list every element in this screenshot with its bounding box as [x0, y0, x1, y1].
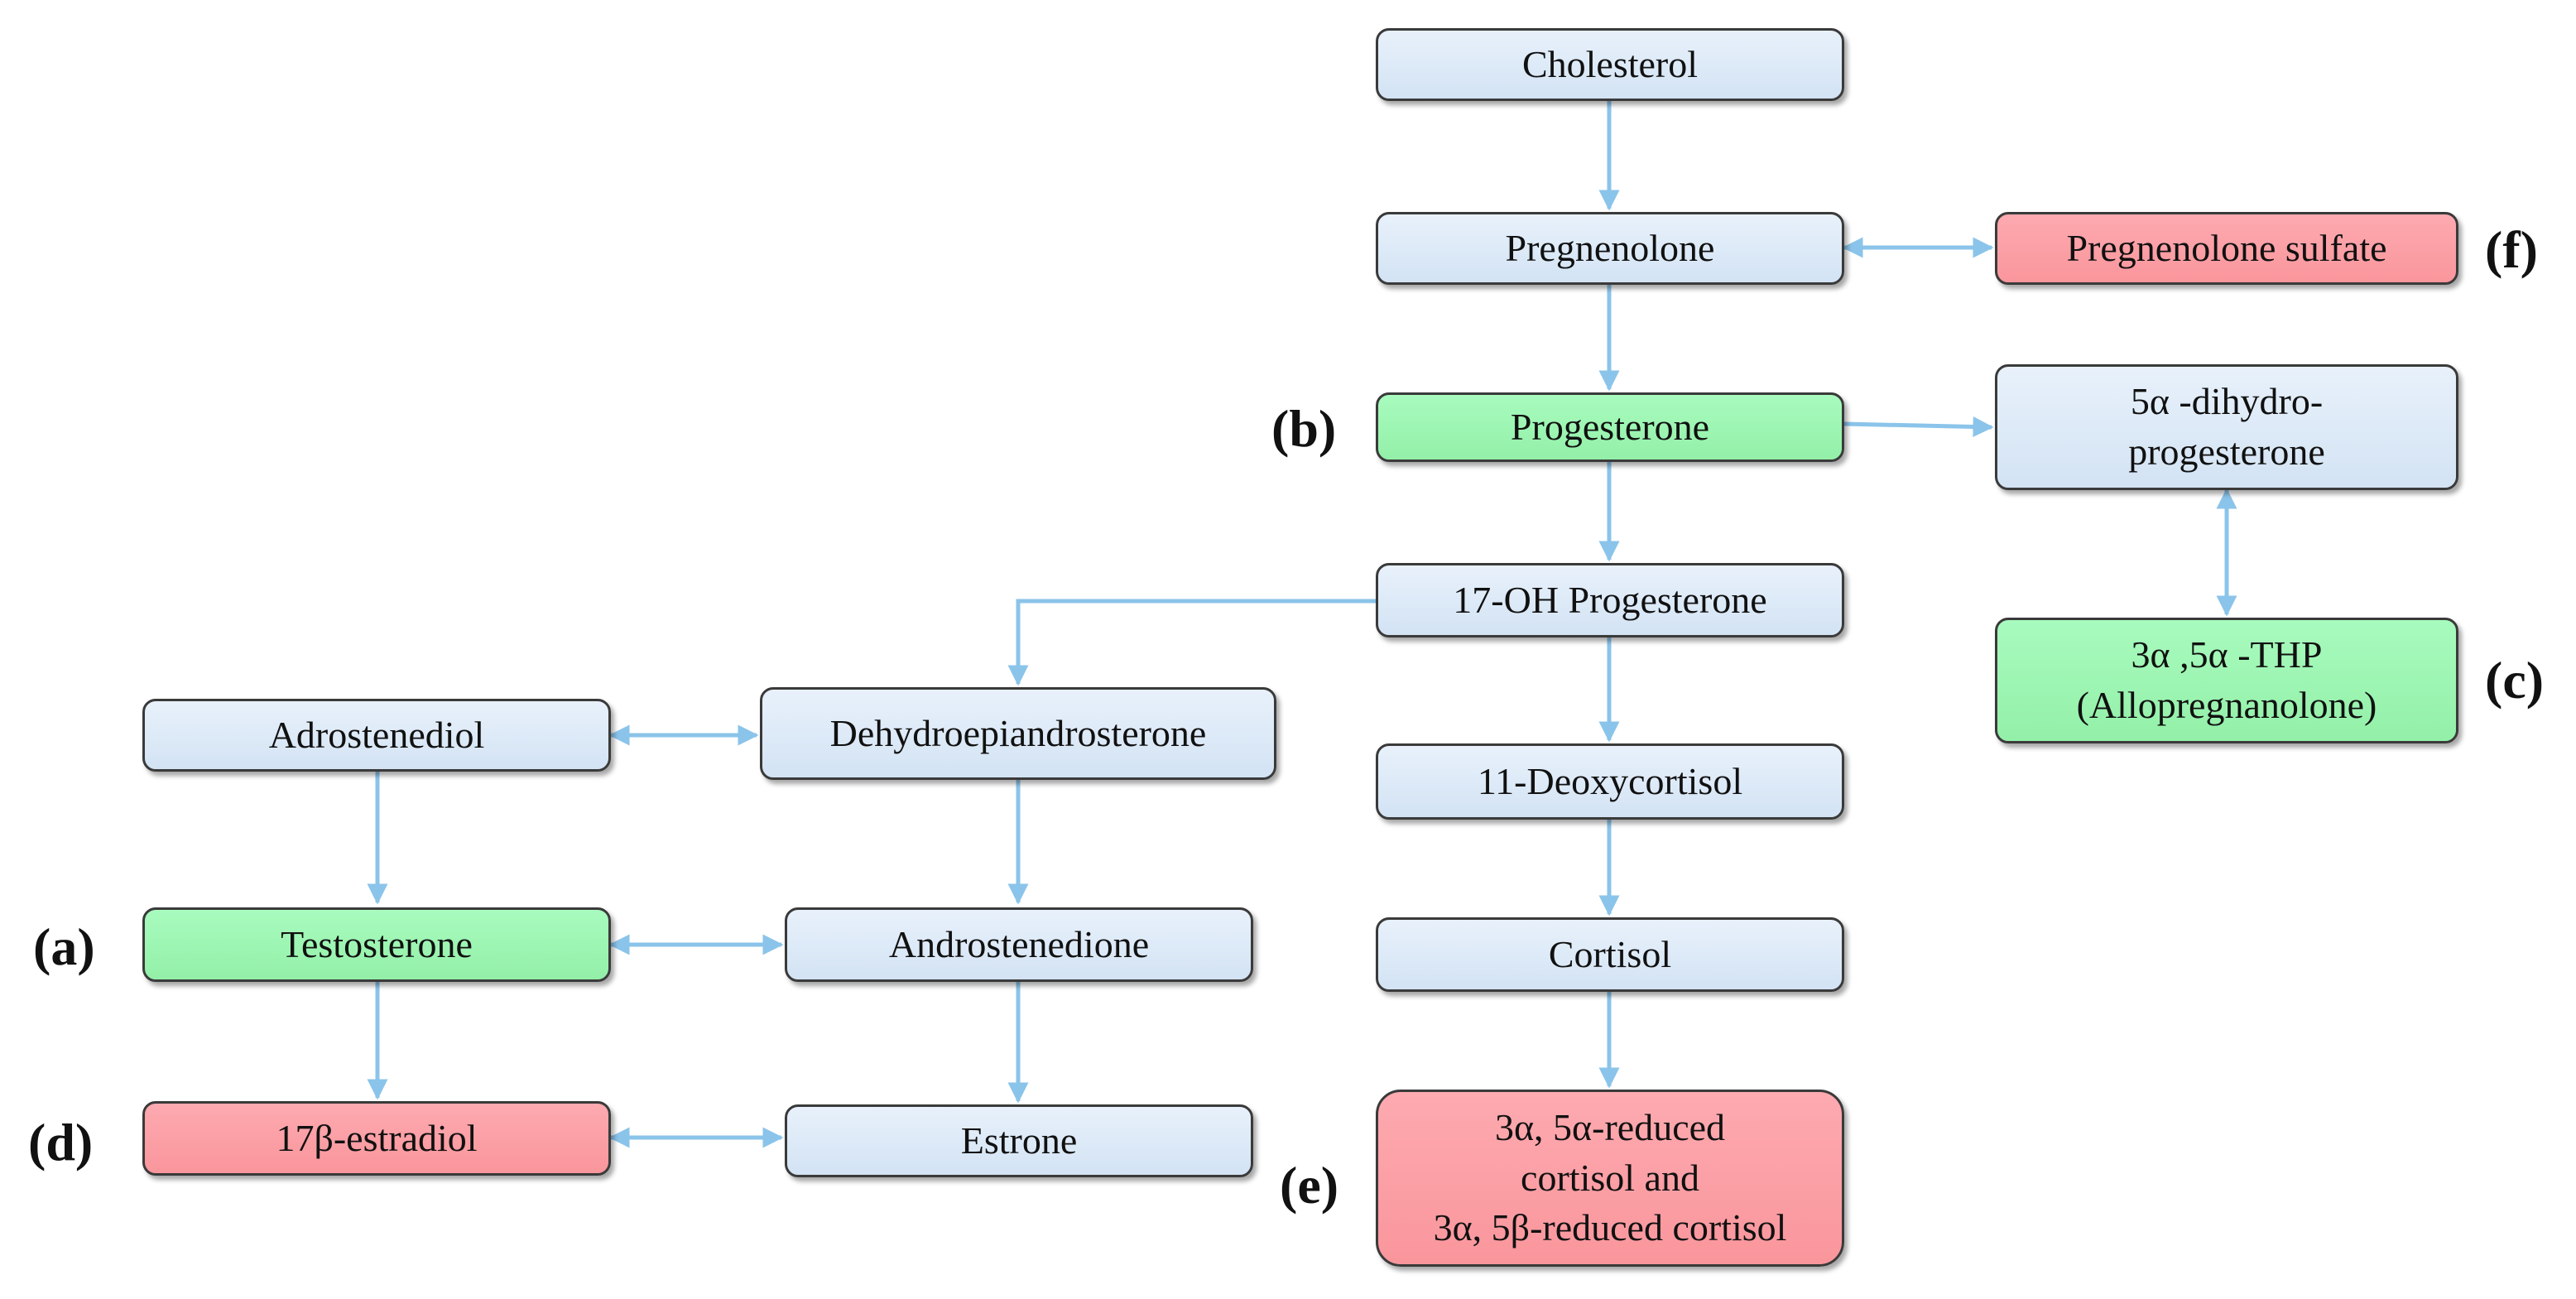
node-progesterone: Progesterone [1376, 392, 1844, 462]
node-adrostenediol: Adrostenediol [142, 699, 611, 772]
node-pregnenolone: Pregnenolone [1376, 212, 1844, 285]
node-11-deoxycortisol: 11-Deoxycortisol [1376, 743, 1844, 820]
node-testosterone: Testosterone [142, 907, 611, 982]
tag-c: (c) [2485, 651, 2545, 710]
node-cortisol: Cortisol [1376, 917, 1844, 992]
tag-a: (a) [33, 917, 95, 976]
tag-d: (d) [28, 1113, 94, 1172]
node-allopregnanolone: 3α ,5α -THP (Allopregnanolone) [1995, 618, 2458, 743]
node-androstenedione: Androstenedione [785, 907, 1253, 982]
node-estrone: Estrone [785, 1104, 1253, 1177]
arrow-17oh-dhea [1007, 599, 1376, 686]
tag-e: (e) [1280, 1156, 1339, 1215]
node-17b-estradiol: 17β-estradiol [142, 1101, 611, 1176]
tag-f: (f) [2485, 220, 2538, 279]
node-dehydroepiandrosterone: Dehydroepiandrosterone [760, 687, 1276, 780]
node-17oh-progesterone: 17-OH Progesterone [1376, 563, 1844, 637]
node-reduced-cortisol: 3α, 5α-reduced cortisol and 3α, 5β-reduc… [1376, 1090, 1844, 1267]
tag-b: (b) [1271, 399, 1337, 458]
node-cholesterol: Cholesterol [1376, 28, 1844, 101]
node-dihydroprogesterone: 5α -dihydro- progesterone [1995, 364, 2458, 490]
arrow-progesterone-dihydroprogesterone [1843, 416, 1994, 437]
node-pregnenolone-sulfate: Pregnenolone sulfate [1995, 212, 2458, 285]
